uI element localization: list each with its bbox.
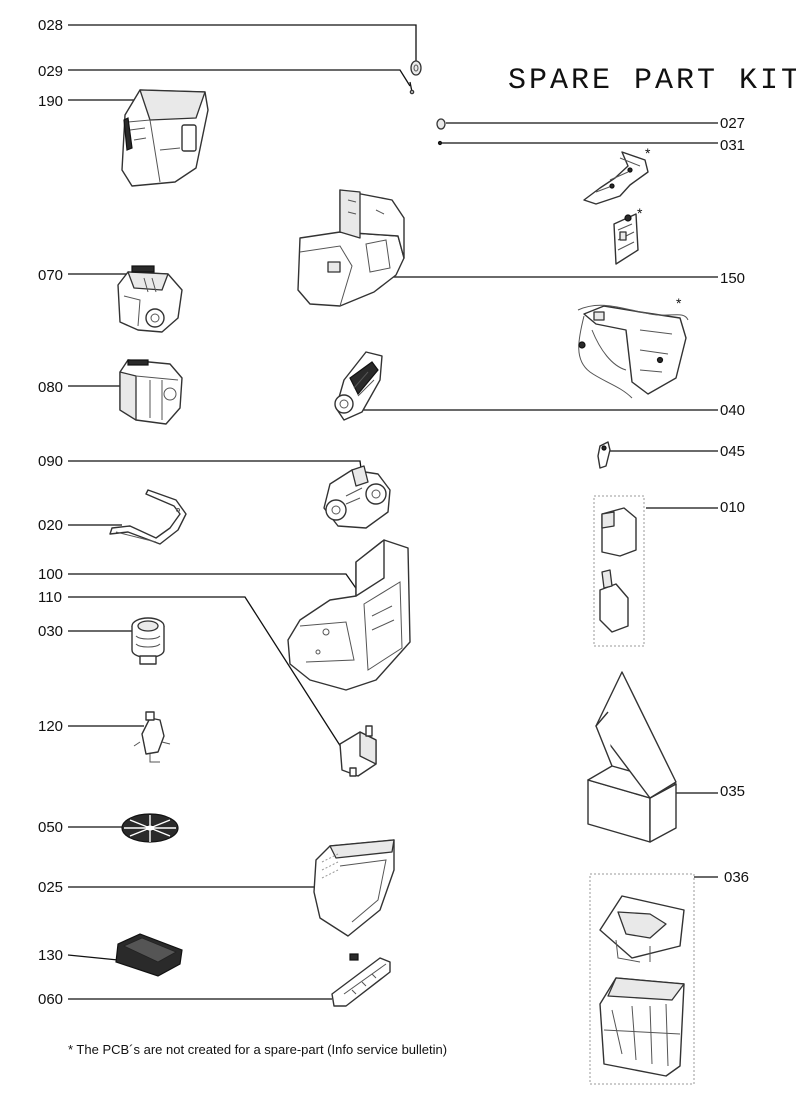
part-090	[323, 465, 391, 529]
label-050: 050	[38, 819, 63, 836]
part-031	[437, 140, 443, 146]
leader-100	[68, 573, 361, 595]
part-pcb-upper: *	[583, 145, 651, 205]
pcb-upper-asterisk: *	[645, 145, 651, 161]
part-025	[313, 839, 395, 937]
part-100	[287, 539, 411, 691]
part-150	[297, 189, 405, 307]
label-027: 027	[720, 115, 745, 132]
kit-036-outline	[589, 873, 695, 1085]
part-050	[121, 813, 179, 843]
label-090: 090	[38, 453, 63, 470]
label-028: 028	[38, 17, 63, 34]
label-100: 100	[38, 566, 63, 583]
part-120	[133, 711, 171, 763]
label-080: 080	[38, 379, 63, 396]
label-040: 040	[720, 402, 745, 419]
part-040	[334, 351, 383, 421]
diagram-title: SPARE PART KITS	[508, 64, 796, 98]
part-110	[339, 725, 377, 777]
leader-029	[68, 69, 411, 87]
leader-lines	[67, 24, 718, 1000]
label-036: 036	[724, 869, 749, 886]
label-190: 190	[38, 93, 63, 110]
part-028	[410, 60, 422, 76]
part-010	[593, 495, 645, 647]
part-035	[587, 671, 677, 843]
part-060	[331, 953, 391, 1007]
label-029: 029	[38, 63, 63, 80]
label-035: 035	[720, 783, 745, 800]
label-150: 150	[720, 270, 745, 287]
harness-asterisk: *	[676, 295, 682, 311]
part-045	[597, 441, 611, 469]
label-020: 020	[38, 517, 63, 534]
leader-110	[68, 596, 349, 759]
part-pcb-lower: *	[613, 205, 643, 265]
label-031: 031	[720, 137, 745, 154]
label-025: 025	[38, 879, 63, 896]
label-110: 110	[38, 589, 62, 606]
part-070	[117, 265, 183, 333]
part-029	[409, 81, 415, 95]
label-045: 045	[720, 443, 745, 460]
part-190	[121, 89, 209, 187]
label-070: 070	[38, 267, 63, 284]
part-030	[131, 617, 165, 665]
part-036	[589, 873, 695, 1085]
kit-010-outline	[593, 495, 645, 647]
part-027	[436, 118, 446, 130]
leader-028	[68, 24, 417, 62]
label-120: 120	[38, 718, 63, 735]
label-060: 060	[38, 991, 63, 1008]
label-030: 030	[38, 623, 63, 640]
part-wiring-harness: *	[577, 295, 689, 399]
pcb-lower-asterisk: *	[637, 205, 643, 221]
part-130	[115, 933, 183, 977]
label-130: 130	[38, 947, 63, 964]
part-020	[109, 489, 187, 545]
leader-090	[68, 460, 363, 477]
part-080	[119, 359, 183, 425]
footnote: * The PCB´s are not created for a spare-…	[68, 1042, 447, 1057]
label-010: 010	[720, 499, 745, 516]
leader-130	[67, 954, 119, 961]
